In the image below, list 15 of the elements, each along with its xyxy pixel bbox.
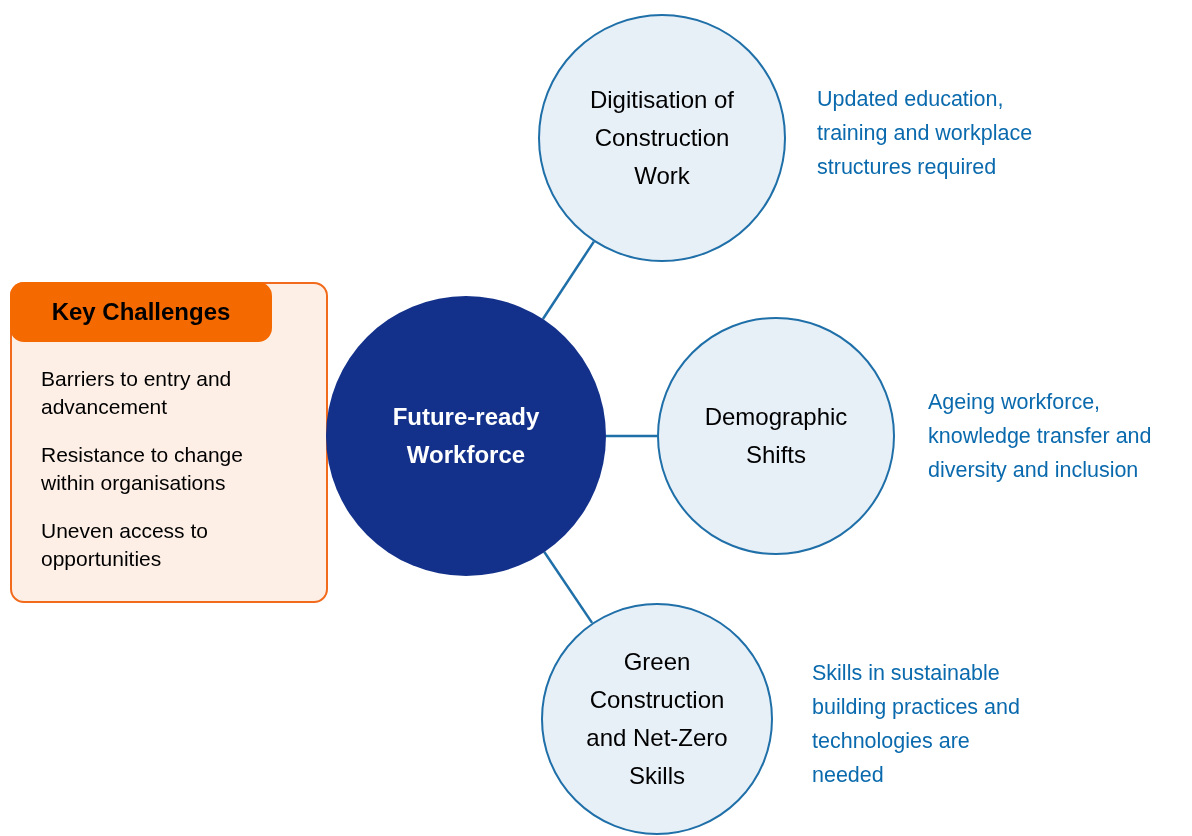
challenge-text: Resistance to change within organisations [41,442,244,496]
circle-label: Future-ready Workforce [391,402,541,470]
circle-label: Demographic Shifts [703,402,849,470]
annotation-text: Skills in sustainable building practices and technologies are needed [812,660,1021,789]
challenges-panel [10,282,328,603]
challenge-text: Uneven access to opportunities [41,518,209,572]
annotation-text: Updated education, training and workplace structures required [817,86,1034,181]
challenge-text: Barriers to entry and advancement [41,366,233,420]
circle-label: Digitisation of Construction Work [588,85,736,191]
connector-line [543,551,594,624]
circle-label: Green Construction and Net-Zero Skills [585,647,729,791]
annotation-text: Ageing workforce, knowledge transfer and diversity and inclusion [928,389,1153,484]
panel-heading: Key Challenges [10,282,272,342]
connector-line [541,240,595,320]
connector-line [606,434,657,438]
